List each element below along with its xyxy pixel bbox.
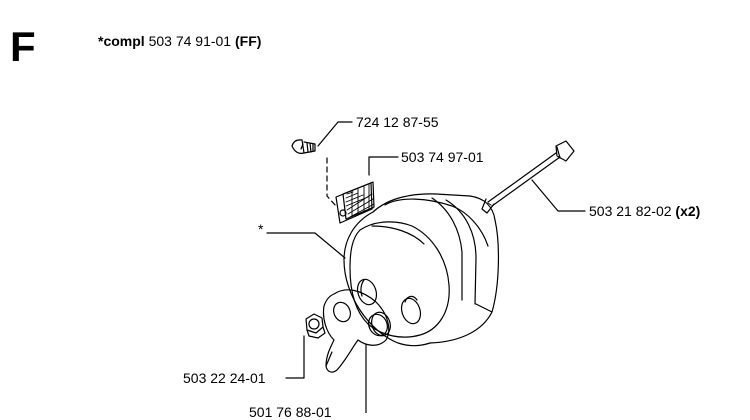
callout-plate: 501 76 88-01 xyxy=(249,404,332,420)
leader-long-bolt xyxy=(531,179,586,212)
leader-nut xyxy=(285,335,305,379)
leader-bolt xyxy=(317,121,353,147)
section-letter: F xyxy=(10,23,36,70)
small-bolt-icon xyxy=(291,139,316,154)
gasket-plate-icon xyxy=(322,289,390,373)
callout-bolt: 724 12 87-55 xyxy=(356,114,439,130)
callout-long-bolt-number: 503 21 82-02 xyxy=(589,203,672,219)
callout-assembly-marker: * xyxy=(258,221,264,237)
assembly-variant: (FF) xyxy=(235,33,262,49)
callout-long-bolt: 503 21 82-02 (x2) xyxy=(589,204,700,218)
nut-icon xyxy=(305,313,326,339)
assembly-prefix: *compl xyxy=(98,33,145,49)
assembly-guide-line xyxy=(326,157,337,207)
long-bolt-icon xyxy=(481,140,575,214)
spark-screen-icon xyxy=(335,181,375,224)
assembly-part-number: 503 74 91-01 xyxy=(148,33,232,49)
callout-screen: 503 74 97-01 xyxy=(401,149,484,165)
leader-assembly xyxy=(266,232,346,259)
leader-screen xyxy=(368,156,399,176)
callout-long-bolt-qty: (x2) xyxy=(675,203,701,219)
callout-nut: 503 22 24-01 xyxy=(183,370,266,386)
muffler-icon xyxy=(343,193,500,347)
leader-lines xyxy=(266,121,586,413)
assembly-header: *compl 503 74 91-01 (FF) xyxy=(98,34,261,48)
